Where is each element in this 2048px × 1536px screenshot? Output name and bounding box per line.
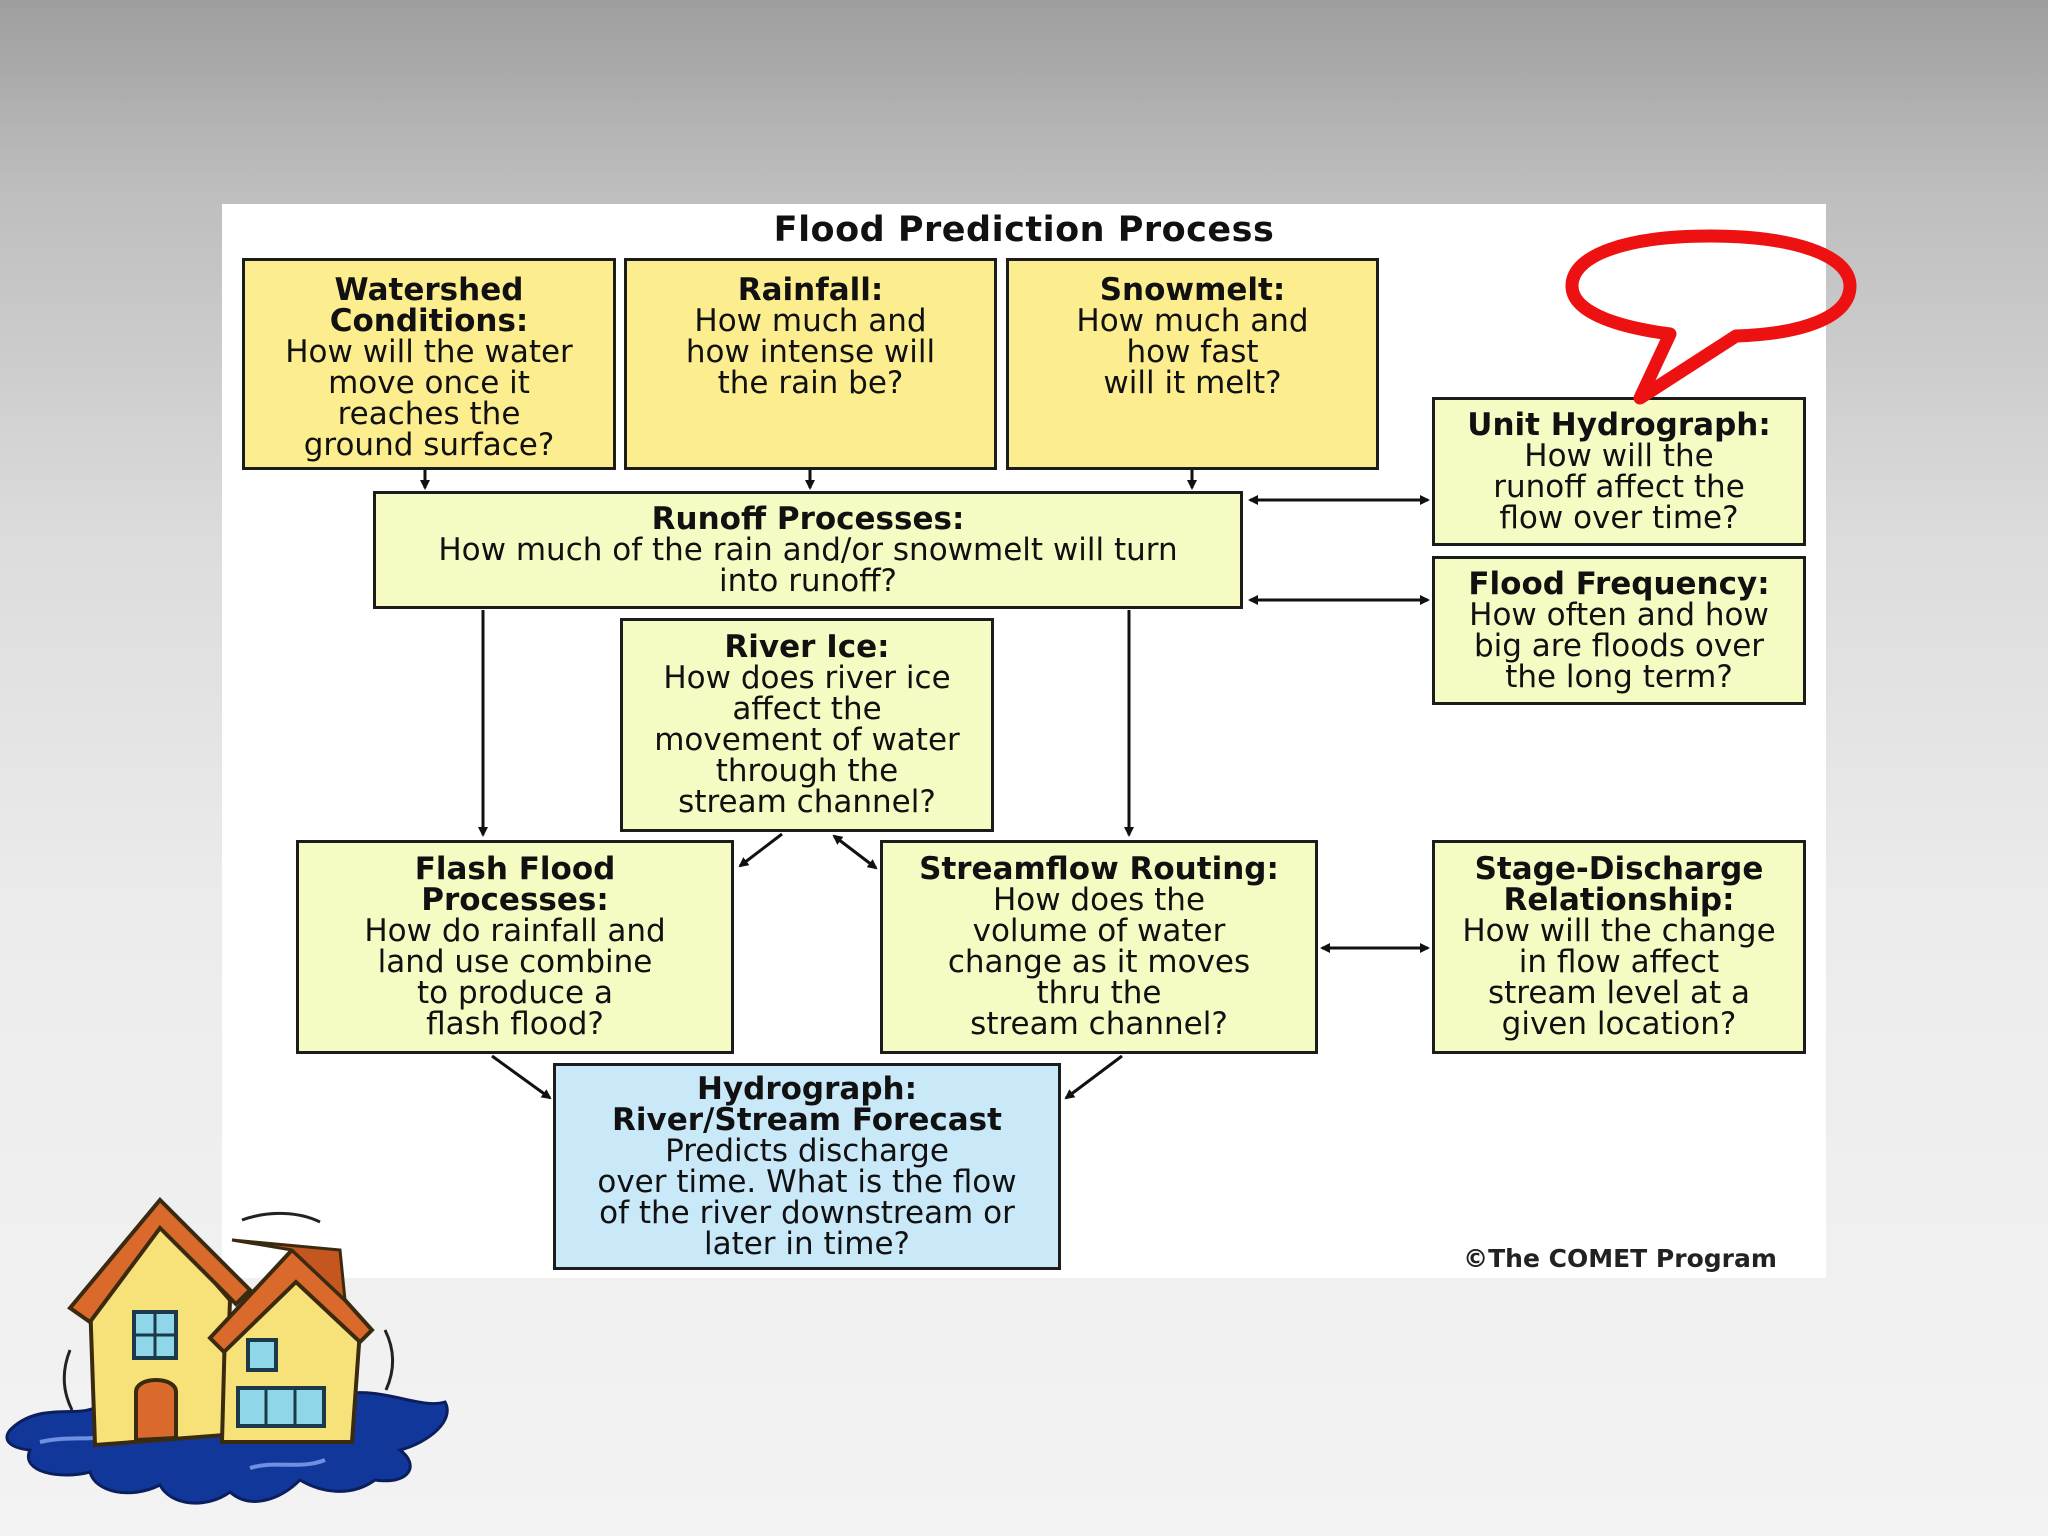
node-title: Watershed Conditions: bbox=[329, 272, 529, 339]
node-hydrograph-forecast: Hydrograph: River/Stream Forecast Predic… bbox=[553, 1063, 1061, 1270]
node-snowmelt: Snowmelt: How much and how fast will it … bbox=[1006, 258, 1379, 470]
node-title: Stage-Discharge Relationship: bbox=[1474, 851, 1764, 918]
node-description: How much of the rain and/or snowmelt wil… bbox=[438, 531, 1178, 599]
node-description: How does the volume of water change as i… bbox=[947, 882, 1251, 1042]
node-description: How will the runoff affect the flow over… bbox=[1493, 437, 1745, 536]
node-unit-hydrograph: Unit Hydrograph: How will the runoff aff… bbox=[1432, 397, 1806, 546]
node-title: Flood Frequency: bbox=[1468, 565, 1770, 602]
node-title: Runoff Processes: bbox=[651, 500, 965, 537]
node-runoff-processes: Runoff Processes: How much of the rain a… bbox=[373, 491, 1243, 609]
node-rainfall: Rainfall: How much and how intense will … bbox=[624, 258, 997, 470]
node-description: How will the water move once it reaches … bbox=[285, 334, 573, 463]
diagram-title: Flood Prediction Process bbox=[773, 210, 1275, 250]
flooded-house-icon bbox=[5, 1197, 449, 1505]
speech-bubble-icon bbox=[1565, 229, 1857, 405]
node-stage-discharge-relationship: Stage-Discharge Relationship: How will t… bbox=[1432, 840, 1806, 1054]
node-description: How much and how fast will it melt? bbox=[1076, 303, 1309, 401]
node-description: How will the change in flow affect strea… bbox=[1462, 913, 1776, 1042]
node-description: How much and how intense will the rain b… bbox=[685, 303, 936, 401]
copyright-notice: ©The COMET Program bbox=[1463, 1244, 1777, 1273]
node-watershed-conditions: Watershed Conditions: How will the water… bbox=[242, 258, 616, 470]
node-title: Hydrograph: River/Stream Forecast bbox=[612, 1070, 1002, 1138]
node-title: Flash Flood Processes: bbox=[414, 851, 616, 918]
node-description: How do rainfall and land use combine to … bbox=[364, 913, 666, 1042]
node-streamflow-routing: Streamflow Routing: How does the volume … bbox=[880, 840, 1318, 1054]
node-flood-frequency: Flood Frequency: How often and how big a… bbox=[1432, 556, 1806, 705]
node-description: Predicts discharge over time. What is th… bbox=[597, 1132, 1017, 1262]
node-title: River Ice: bbox=[724, 629, 890, 665]
node-title: Unit Hydrograph: bbox=[1467, 406, 1771, 443]
node-title: Streamflow Routing: bbox=[919, 851, 1279, 887]
node-title: Rainfall: bbox=[737, 272, 884, 308]
node-description: How often and how big are floods over th… bbox=[1469, 596, 1769, 695]
node-river-ice: River Ice: How does river ice affect the… bbox=[620, 618, 994, 832]
node-description: How does river ice affect the movement o… bbox=[654, 660, 960, 820]
node-title: Snowmelt: bbox=[1099, 272, 1286, 308]
node-flash-flood-processes: Flash Flood Processes: How do rainfall a… bbox=[296, 840, 734, 1054]
